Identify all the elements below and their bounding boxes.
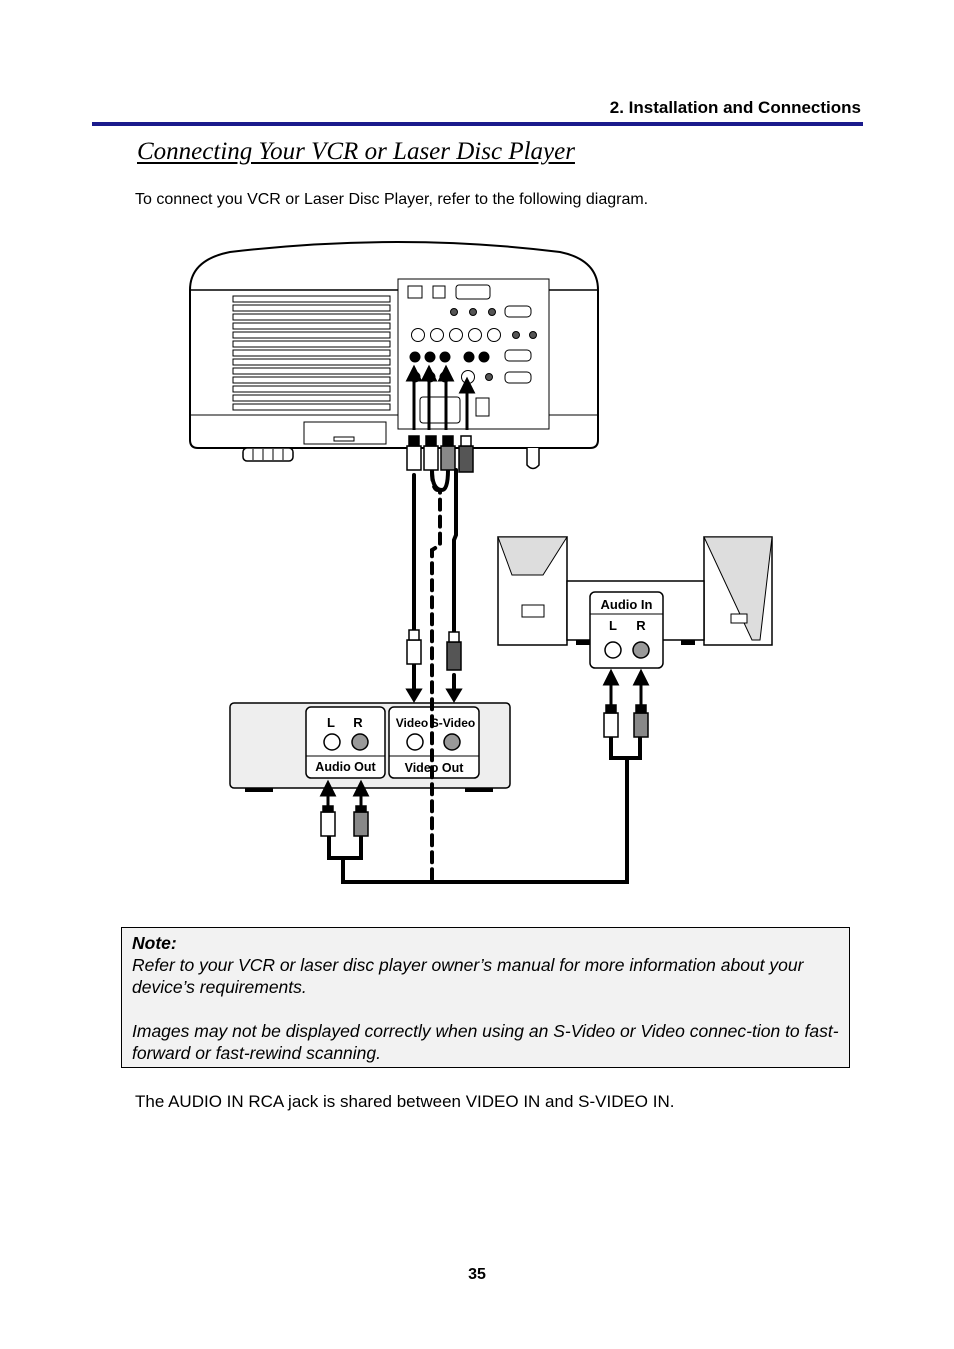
projector-vent — [232, 295, 391, 411]
arrows — [319, 364, 650, 808]
projector-illustration — [189, 241, 599, 470]
connection-diagram: Audio In L R L R Audio Out Video S-Video… — [189, 241, 773, 887]
vcr-audio-left-jack — [323, 733, 341, 751]
note-text-1: Refer to your VCR or laser disc player o… — [132, 955, 804, 997]
vcr-audio-right-jack — [351, 733, 369, 751]
note-box: Note: Refer to your VCR or laser disc pl… — [121, 927, 850, 1068]
speaker-right-label: R — [636, 618, 646, 633]
header-rule — [92, 122, 863, 126]
vcr-illustration: L R Audio Out Video S-Video Video Out — [229, 702, 511, 792]
page-title: Connecting Your VCR or Laser Disc Player — [137, 138, 575, 165]
note-title: Note: — [132, 933, 177, 953]
note-text-2: Images may not be displayed correctly wh… — [132, 1021, 839, 1063]
vcr-svideo-label: S-Video — [431, 716, 475, 730]
intro-text: To connect you VCR or Laser Disc Player,… — [135, 191, 649, 208]
vcr-audio-out-label: Audio Out — [315, 760, 376, 774]
vcr-video-label: Video — [396, 716, 428, 730]
vcr-audio-right-label: R — [353, 715, 363, 730]
speaker-illustration: Audio In L R — [497, 536, 773, 669]
speaker-left-label: L — [609, 618, 617, 633]
speaker-right-jack — [632, 641, 650, 659]
section-header: 2. Installation and Connections — [609, 98, 861, 117]
page-number: 35 — [468, 1266, 486, 1283]
speaker-audio-in-label: Audio In — [601, 597, 653, 612]
footer-text: The AUDIO IN RCA jack is shared between … — [135, 1092, 675, 1111]
vcr-video-out-label: Video Out — [405, 761, 465, 775]
cables — [327, 468, 642, 887]
vcr-video-jack — [406, 733, 424, 751]
plugs — [320, 435, 649, 837]
vcr-audio-left-label: L — [327, 715, 335, 730]
vcr-svideo-jack — [443, 733, 461, 751]
speaker-left-jack — [604, 641, 622, 659]
